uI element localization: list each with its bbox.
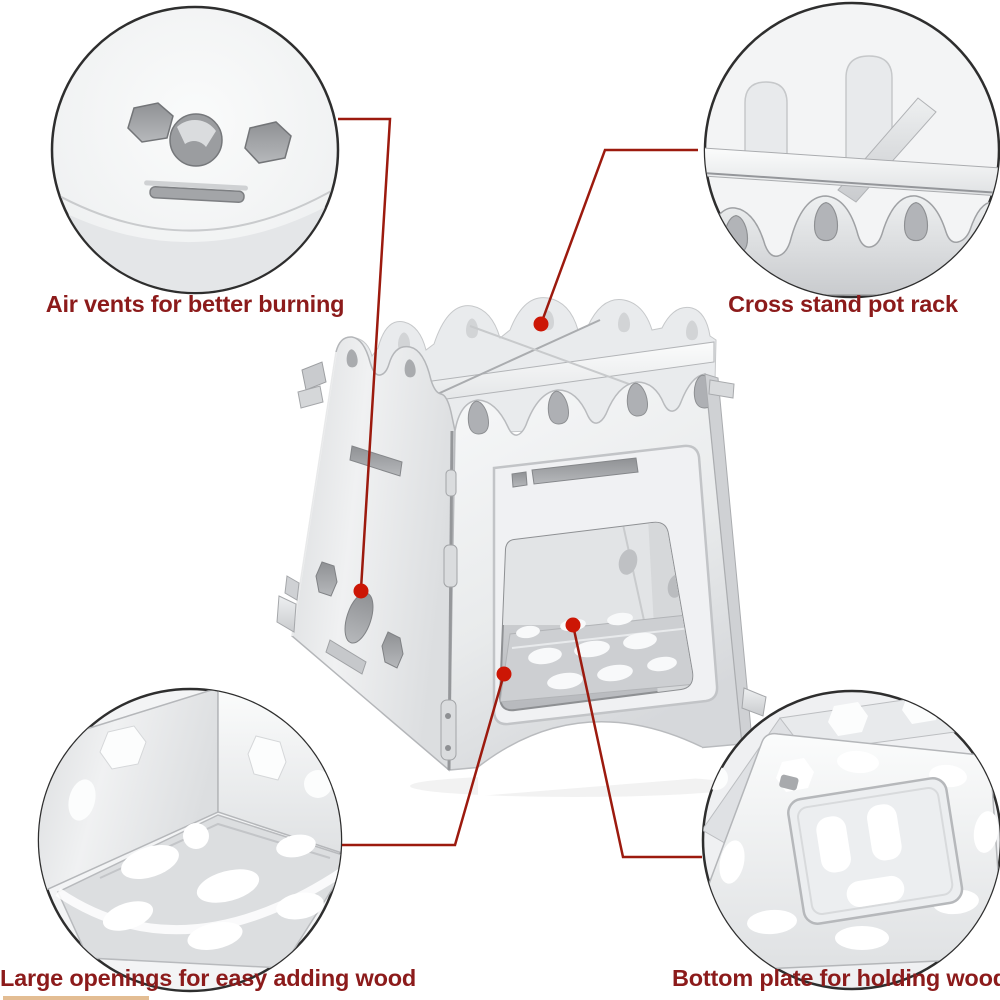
stove-right-edge	[704, 373, 767, 745]
left-hex-vent-2	[381, 631, 404, 669]
stove-front-panel	[448, 373, 743, 796]
leader-wood-openings	[342, 673, 506, 847]
left-wing-tab	[276, 595, 297, 633]
stove-interior-view	[500, 522, 693, 703]
label-bottom-plate: Bottom plate for holding wood	[672, 965, 1000, 991]
leader-pot-rack	[539, 148, 698, 325]
front-leg-arch	[477, 721, 703, 768]
callout-circle-wood-openings	[37, 687, 343, 993]
left-panel-slot	[349, 445, 403, 477]
leader-bottom-plate	[571, 624, 702, 859]
stove-left-panel	[276, 336, 456, 772]
leader-lines	[338, 117, 702, 859]
front-panel-slot	[531, 457, 639, 485]
cropped-image-strip	[3, 996, 149, 1000]
label-pot-rack: Cross stand pot rack	[728, 291, 958, 317]
stove-hinge	[440, 430, 458, 771]
callout-circle-pot-rack	[703, 1, 1000, 299]
leader-air-vents	[338, 117, 392, 590]
label-air-vents: Air vents for better burning	[45, 291, 345, 317]
callout-circle-bottom-plate	[701, 689, 1000, 991]
leader-dots	[353, 316, 581, 682]
stove-illustration	[276, 297, 767, 797]
left-tab-slot	[325, 639, 367, 675]
right-wing-tab	[741, 687, 767, 717]
left-hex-vent	[315, 561, 338, 597]
label-wood-openings: Large openings for easy adding wood	[0, 965, 417, 991]
cross-stand-detail-icon	[705, 55, 999, 296]
side-openings-detail-icon	[39, 689, 341, 969]
bottom-plate-detail-icon	[703, 691, 1000, 971]
callout-circle-air-vents	[50, 5, 340, 295]
plate-center-square	[787, 777, 964, 925]
